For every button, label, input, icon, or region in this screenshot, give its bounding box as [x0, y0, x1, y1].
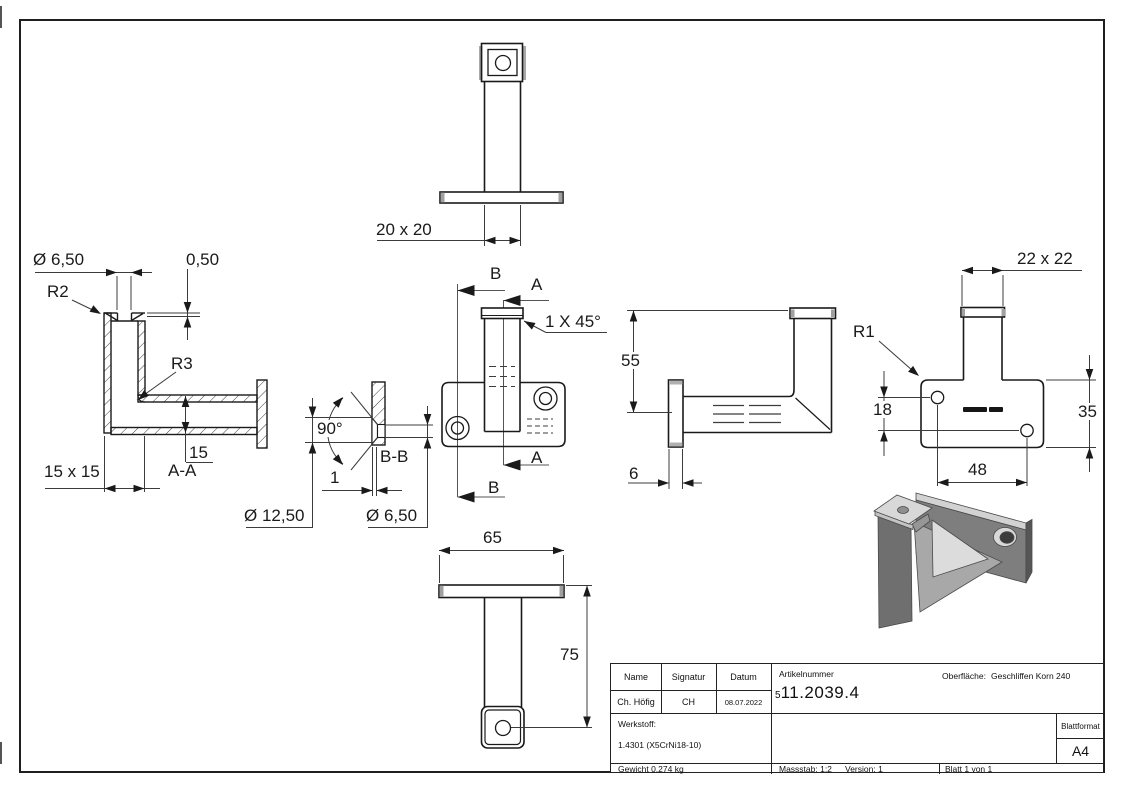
- dim-front-chamfer: 1 X 45°: [545, 312, 601, 331]
- tb-date: 08.07.2022: [724, 698, 763, 707]
- tb-format-value: A4: [1071, 743, 1090, 759]
- cut-label-b-top: B: [490, 264, 502, 283]
- dim-bb-land: 1: [330, 468, 340, 487]
- tb-weight: Gewicht 0.274 kg: [618, 764, 684, 774]
- plate-marking: [963, 407, 1003, 412]
- title-block: Name Signatur Datum Ch. Höfig CH 08.07.2…: [610, 663, 1105, 774]
- back-view: [878, 266, 1096, 487]
- dim-back-r1: R1: [853, 322, 875, 341]
- dim-back-plate-height: 35: [1076, 402, 1099, 421]
- dim-bottom-total-height: 75: [558, 645, 581, 664]
- tb-article-prefix: 5: [775, 690, 781, 701]
- dim-bottom-plate-width: 65: [483, 528, 502, 547]
- cut-label-a-top: A: [531, 275, 543, 294]
- label-section-bb: B-B: [380, 447, 409, 466]
- tb-article-number: 511.2039.4: [775, 683, 859, 703]
- dim-bb-hole-dia: Ø 6,50: [366, 506, 418, 525]
- tb-scale: Massstab: 1:2: [779, 764, 832, 774]
- cut-label-a-bottom: A: [531, 448, 543, 467]
- edge-mark-top: [0, 6, 2, 28]
- tb-name: Ch. Höfig: [617, 697, 655, 707]
- section-aa: [35, 268, 268, 493]
- dim-side-plate-thk: 6: [629, 464, 639, 483]
- front-view: [441, 284, 607, 503]
- dim-back-hole-offset: 18: [871, 400, 894, 419]
- dim-aa-r2: R2: [47, 282, 69, 301]
- tb-article-main: 11.2039.4: [780, 683, 860, 702]
- bottom-view: [438, 546, 592, 749]
- tb-surface-label: Oberfläche:: [942, 671, 986, 681]
- section-bb: [246, 381, 433, 528]
- dim-aa-size: 15 x 15: [44, 462, 100, 481]
- top-view: [377, 42, 564, 246]
- tb-material-value: 1.4301 (X5CrNi18-10): [618, 740, 702, 750]
- dim-aa-wall: 15: [189, 443, 208, 462]
- dim-aa-hole-dia: Ø 6,50: [33, 250, 85, 269]
- tb-col-signature: Signatur: [671, 672, 706, 682]
- sheet-frame: [19, 19, 1105, 773]
- dim-aa-r3: R3: [171, 354, 193, 373]
- label-section-aa: A-A: [168, 461, 197, 480]
- tb-material-label: Werkstoff:: [618, 719, 656, 729]
- cut-label-b-bottom: B: [488, 478, 500, 497]
- tb-col-date: Datum: [730, 672, 757, 682]
- tb-surface-value: Geschliffen Korn 240: [991, 671, 1071, 681]
- tb-signature: CH: [682, 697, 695, 707]
- tb-col-name: Name: [623, 672, 648, 682]
- tb-version: Version: 1: [845, 764, 883, 774]
- dim-bb-csk-dia: Ø 12,50: [244, 506, 305, 525]
- dim-aa-depth: 0,50: [186, 250, 220, 269]
- dim-top-view-size: 20 x 20: [376, 220, 432, 239]
- dim-side-height: 55: [619, 351, 642, 370]
- side-view: [627, 307, 837, 489]
- iso-view: [873, 492, 1033, 629]
- dim-bb-angle: 90°: [315, 419, 345, 438]
- dim-back-tube-size: 22 x 22: [1017, 249, 1073, 268]
- edge-mark-bottom: [0, 742, 2, 764]
- tb-sheet: Blatt 1 von 1: [945, 764, 993, 774]
- dim-back-hole-span: 48: [966, 460, 989, 479]
- tb-article-label: Artikelnummer: [779, 669, 834, 679]
- tb-format-label: Blattformat: [1061, 722, 1100, 731]
